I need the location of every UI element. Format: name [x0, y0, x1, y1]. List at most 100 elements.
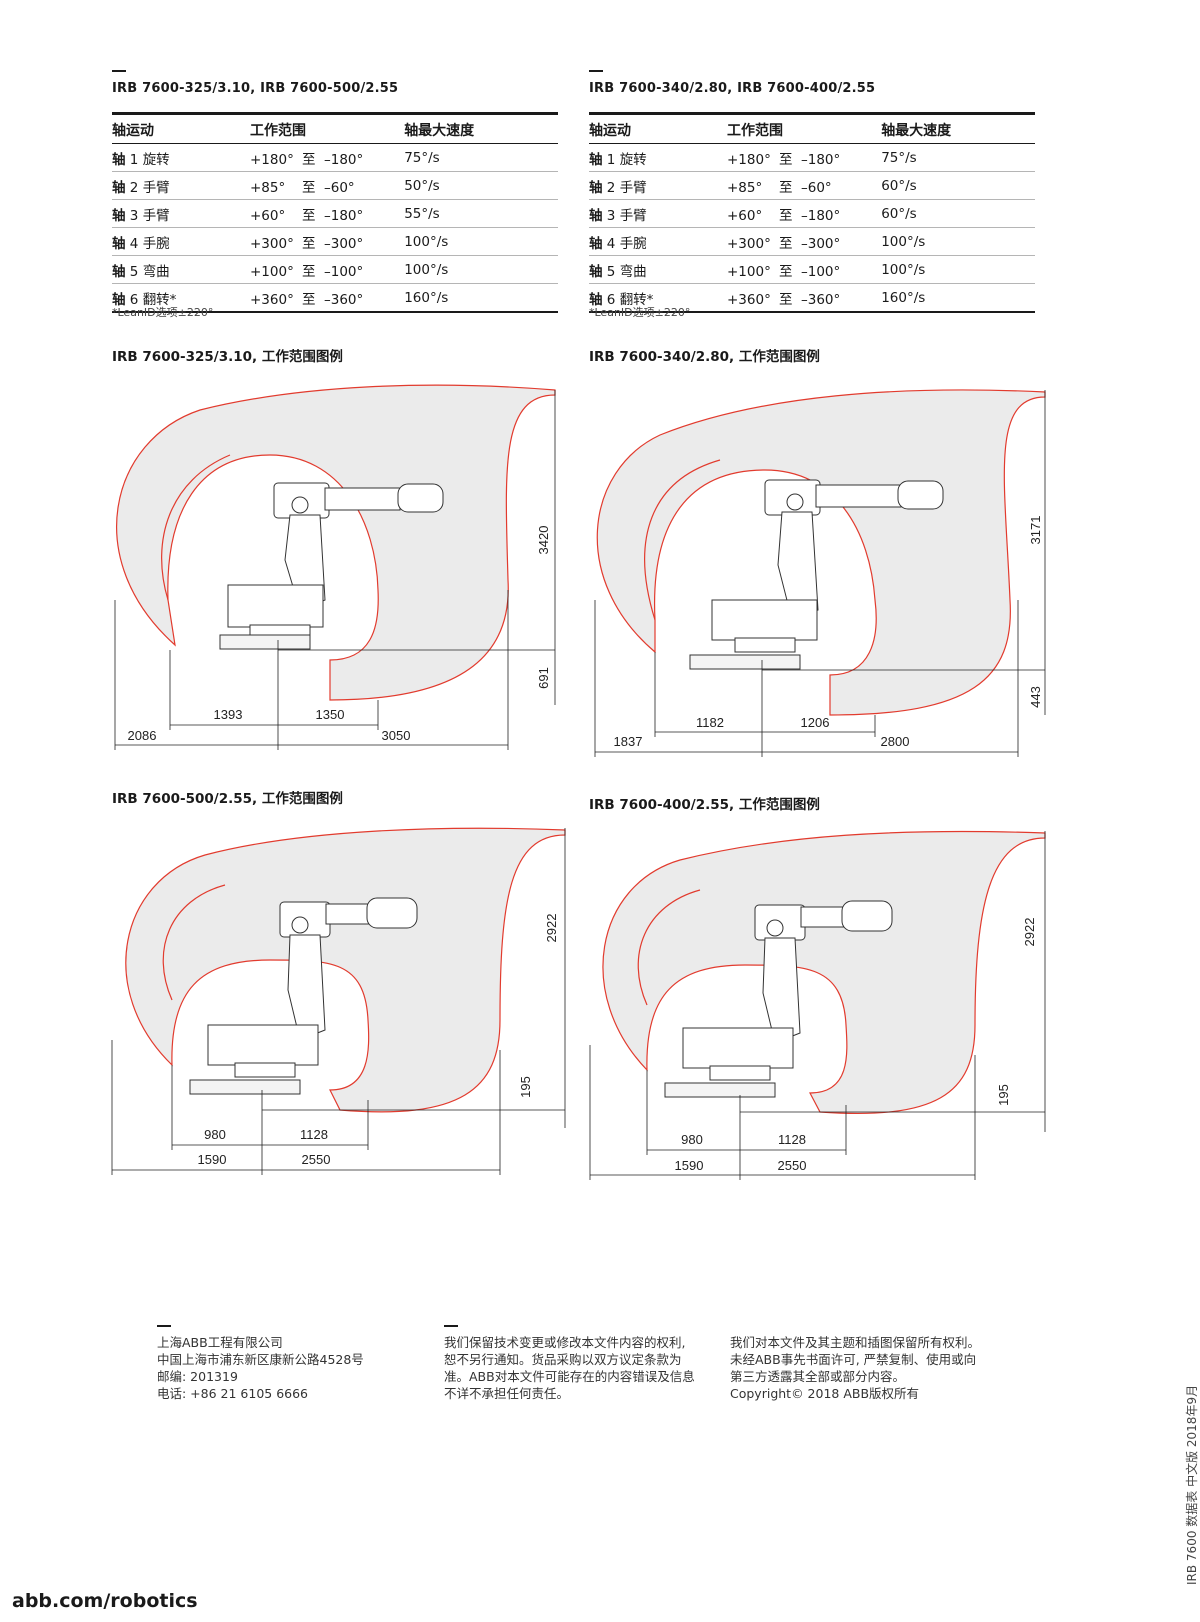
speed-cell: 50°/s	[404, 171, 558, 200]
col-header: 工作范围	[726, 113, 882, 144]
dim-outer-left-label: 2086	[128, 728, 157, 743]
website-link[interactable]: abb.com/robotics	[12, 1590, 198, 1612]
axis-cell: 轴 2 手臂	[112, 171, 250, 200]
dim-inner-right-label: 1350	[316, 707, 345, 722]
table-row: 轴 2 手臂+85°至–60°60°/s	[589, 171, 1035, 200]
dim-outer-left-label: 1590	[675, 1158, 704, 1173]
axis-label: 轴	[112, 292, 126, 308]
robot-drawing	[664, 900, 893, 1098]
table-row: 轴 1 旋转+180°至–180°75°/s	[589, 143, 1035, 172]
range-from: +100°	[249, 264, 294, 280]
range-to-word: 至	[301, 264, 316, 280]
side-label: IRB 7600 数据表 中文版 2018年9月	[1185, 1384, 1199, 1585]
dim-height-label: 2922	[1022, 918, 1037, 947]
company-line: 上海ABB工程有限公司	[157, 1335, 283, 1350]
copyright-line: 未经ABB事先书面许可, 严禁复制、使用或向	[730, 1352, 977, 1367]
axis-cell: 轴 3 手臂	[112, 199, 250, 228]
range-from: +300°	[726, 236, 771, 252]
spec-table-title: IRB 7600-325/3.10, IRB 7600-500/2.55	[112, 81, 399, 96]
work-envelope	[116, 384, 556, 701]
axis-number: 4	[129, 236, 139, 252]
range-to-word: 至	[778, 236, 793, 252]
axis-cell: 轴 1 旋转	[589, 143, 727, 172]
range-to: –60°	[323, 180, 355, 196]
axis-name: 手臂	[142, 180, 170, 196]
axis-number: 6	[129, 292, 139, 308]
dim-base-label: 443	[1028, 686, 1043, 708]
axis-number: 1	[606, 152, 616, 168]
range-to: –60°	[800, 180, 832, 196]
footer-dash	[157, 1325, 171, 1327]
dim-height-label: 3171	[1028, 516, 1043, 545]
range-to-word: 至	[301, 152, 316, 168]
range-cell: +360°至–360°	[249, 283, 405, 313]
range-to: –100°	[800, 264, 841, 280]
dim-base-label: 691	[536, 667, 551, 689]
company-line: 邮编: 201319	[157, 1369, 238, 1384]
dim-inner-left-label: 980	[204, 1127, 226, 1142]
axis-label: 轴	[112, 152, 126, 168]
range-from: +60°	[726, 208, 763, 224]
range-cell: +300° 至 –300°	[726, 227, 882, 256]
range-from: +300°	[249, 236, 294, 252]
axis-name: 弯曲	[619, 264, 647, 280]
axis-label: 轴	[112, 208, 126, 224]
dim-height-label: 3420	[536, 526, 551, 555]
disclaimer-line: 恕不另行通知。货品采购以双方议定条款为	[444, 1352, 682, 1367]
footer-dash	[444, 1325, 458, 1327]
speed-cell: 100°/s	[881, 255, 1035, 284]
section-dash	[112, 70, 126, 72]
copyright-line: 第三方透露其全部或部分内容。	[730, 1369, 906, 1384]
dim-outer-right-label: 2550	[302, 1152, 331, 1167]
range-to: –100°	[323, 264, 364, 280]
range-to-word: 至	[778, 208, 793, 224]
range-to: –360°	[323, 292, 364, 308]
range-to-word: 至	[301, 236, 316, 252]
diagram-title: IRB 7600-340/2.80, 工作范围图例	[589, 349, 820, 365]
axis-name: 旋转	[619, 152, 647, 168]
speed-cell: 100°/s	[404, 227, 558, 256]
axis-name: 旋转	[142, 152, 170, 168]
table-row: 轴 4 手腕+300°至–300°100°/s	[112, 227, 558, 256]
col-header: 工作范围	[249, 113, 405, 144]
axis-label: 轴	[589, 208, 603, 224]
dim-inner-right-label: 1128	[300, 1127, 328, 1142]
axis-label: 轴	[112, 236, 126, 252]
range-to: –180°	[800, 152, 841, 168]
speed-cell: 60°/s	[881, 171, 1035, 200]
range-to-word: 至	[778, 152, 793, 168]
copyright-line: Copyright© 2018 ABB版权所有	[730, 1386, 920, 1401]
dimension-lines	[589, 831, 1046, 1180]
diagram-title: IRB 7600-400/2.55, 工作范围图例	[589, 797, 820, 813]
axis-cell: 轴 4 手腕	[589, 227, 727, 256]
dim-outer-left-label: 1590	[198, 1152, 227, 1167]
section-dash	[589, 70, 603, 72]
range-to: –180°	[323, 208, 364, 224]
axis-number: 1	[129, 152, 139, 168]
dim-outer-left-label: 1837	[614, 734, 643, 749]
axis-name: 翻转*	[142, 292, 177, 308]
dim-inner-right-label: 1206	[801, 715, 830, 730]
axis-cell: 轴 4 手腕	[112, 227, 250, 256]
axis-cell: 轴 3 手臂	[589, 199, 727, 228]
dim-inner-left-label: 1182	[696, 715, 724, 730]
range-cell: +300°至–300°	[249, 227, 405, 256]
axis-cell: 轴 6 翻转*	[589, 283, 727, 313]
table-row: 轴 5 弯曲+100°至–100°100°/s	[589, 255, 1035, 284]
dimension-lines	[114, 390, 556, 750]
table-row: 轴 3 手臂+60°至–180°55°/s	[112, 199, 558, 228]
range-to-word: 至	[778, 292, 793, 308]
table-row: 轴 1 旋转+180°至–180°75°/s	[112, 143, 558, 172]
axis-number: 3	[129, 208, 139, 224]
axis-name: 手臂	[142, 208, 170, 224]
col-header: 轴运动	[112, 113, 250, 144]
dim-outer-right-label: 3050	[382, 728, 411, 743]
col-header: 轴运动	[589, 113, 727, 144]
spec-table-title: IRB 7600-340/2.80, IRB 7600-400/2.55	[589, 81, 876, 96]
range-to: –300°	[800, 236, 841, 252]
speed-cell: 160°/s	[881, 283, 1035, 313]
range-to-word: 至	[301, 208, 316, 224]
